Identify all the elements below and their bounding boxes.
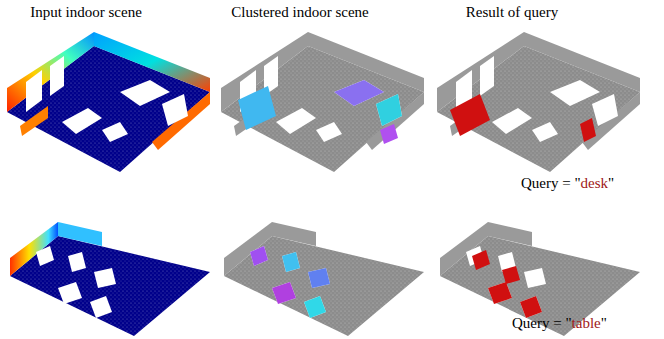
query-caption: Query = "table" bbox=[512, 314, 607, 332]
column-heading: Clustered indoor scene bbox=[231, 3, 368, 21]
column-heading: Input indoor scene bbox=[30, 3, 142, 21]
column-heading: Result of query bbox=[466, 3, 558, 21]
query-caption: Query = "desk" bbox=[521, 174, 614, 192]
